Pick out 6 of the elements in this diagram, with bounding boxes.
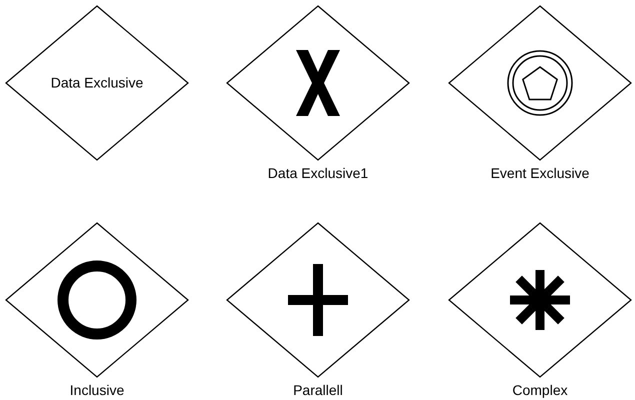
gateway-label: Complex (512, 381, 568, 400)
gateway-label: Parallell (293, 381, 343, 400)
gateway-label: Data Exclusive1 (268, 164, 368, 183)
gateway-label: Event Exclusive (490, 164, 590, 183)
gateway-label: Data Exclusive (50, 74, 144, 92)
gateway-label: Inclusive (70, 381, 124, 400)
